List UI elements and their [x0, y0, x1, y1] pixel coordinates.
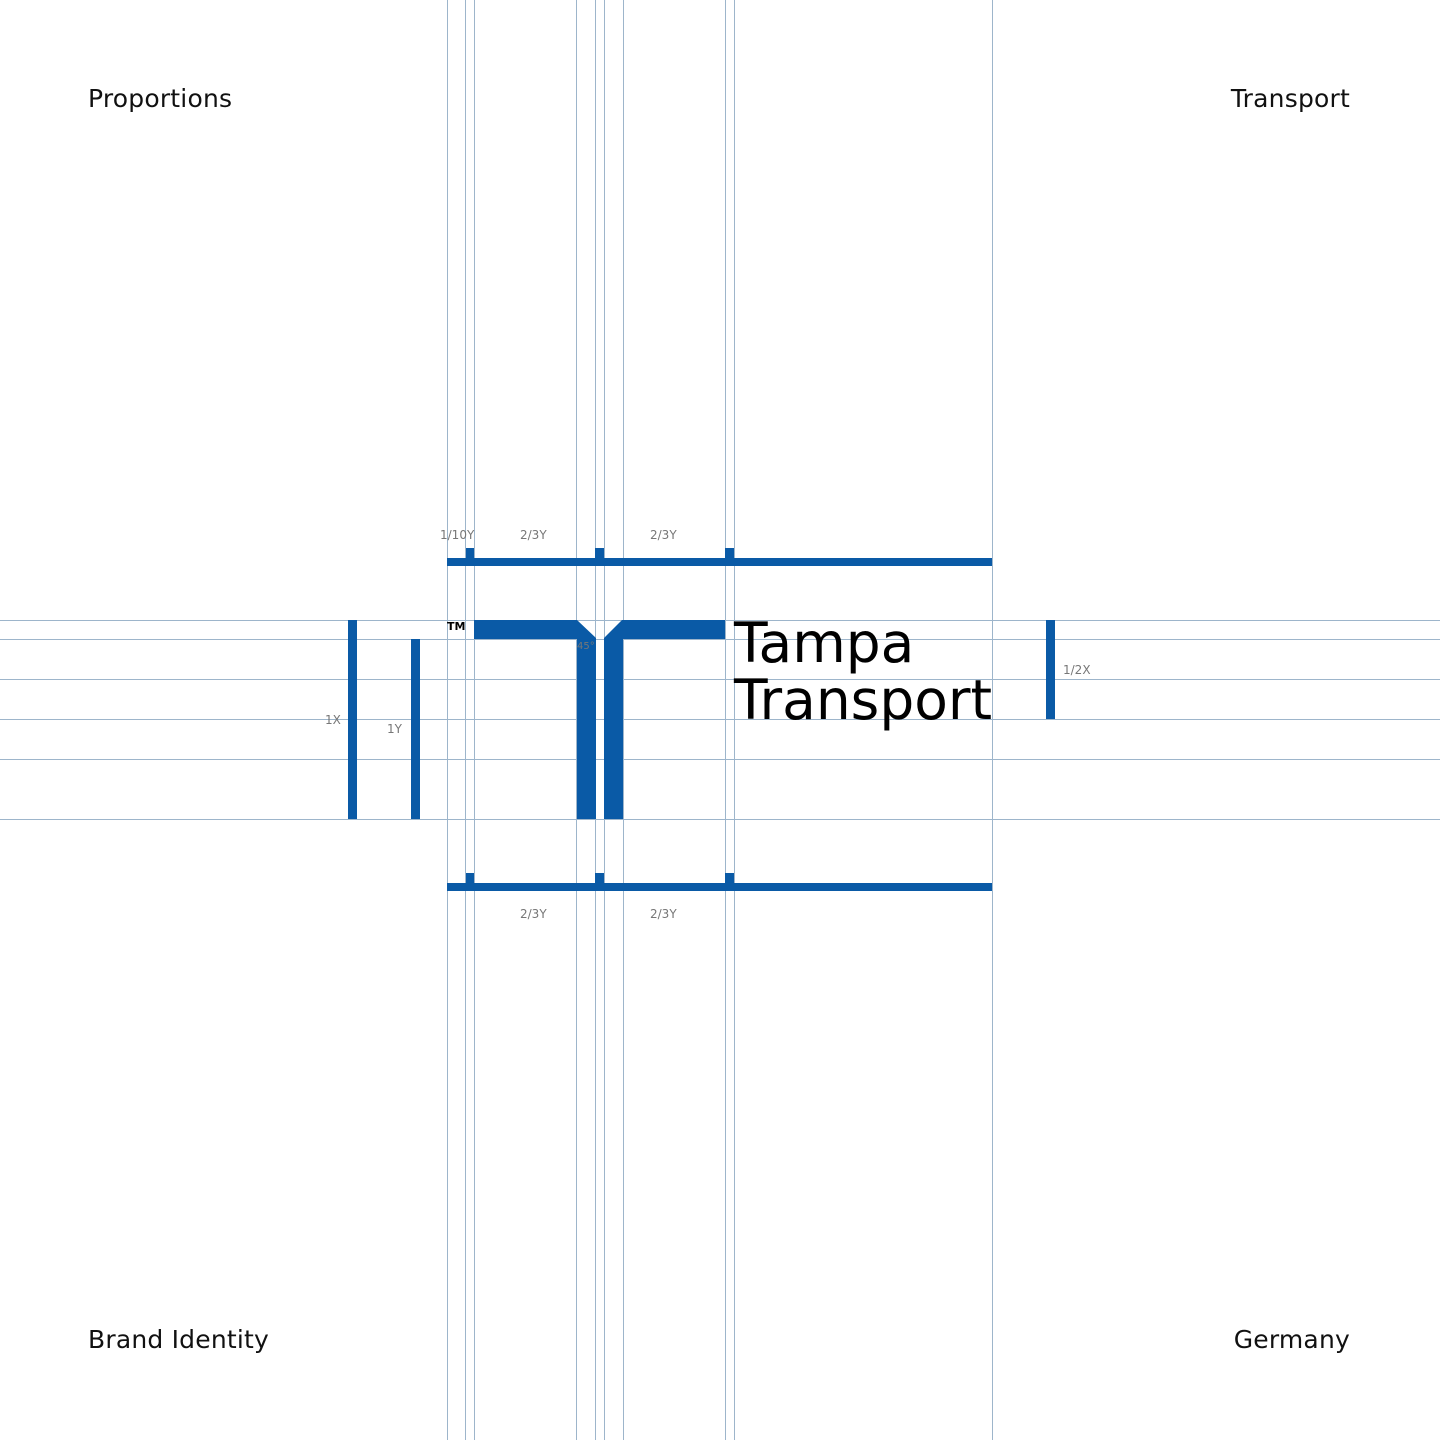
corner-label-transport: Transport [1230, 84, 1350, 113]
label-top-two-thirds-right: 2/3Y [650, 528, 677, 542]
wordmark-transport: Transport [733, 668, 992, 732]
label-one-x: 1X [325, 713, 341, 727]
label-one-tenth-y: 1/10Y [440, 528, 475, 542]
measure-bar-1y [411, 639, 420, 819]
label-top-two-thirds-left: 2/3Y [520, 528, 547, 542]
corner-label-germany: Germany [1233, 1325, 1350, 1354]
ruler-bottom-tick-1 [466, 873, 474, 891]
top-dimension-ruler [447, 548, 992, 566]
bottom-dimension-ruler [447, 873, 992, 891]
ruler-bottom-seg-2 [474, 883, 595, 891]
measure-bar-half-x [1046, 620, 1055, 719]
trademark-symbol: TM [447, 620, 465, 633]
ruler-top-seg-3 [604, 558, 725, 566]
label-bottom-two-thirds-right: 2/3Y [650, 907, 677, 921]
corner-label-brand-identity: Brand Identity [88, 1325, 270, 1354]
label-angle: 45° [577, 641, 595, 652]
horizontal-guides [0, 620, 1440, 820]
ruler-bottom-tick-3 [725, 873, 734, 891]
logo-mark-right-half [604, 620, 725, 819]
label-one-y: 1Y [387, 722, 403, 736]
wordmark-tampa: Tampa [733, 611, 914, 675]
ruler-top-seg-4 [734, 558, 992, 566]
logo-mark-left-half [474, 620, 596, 819]
ruler-top-tick-1 [466, 548, 474, 566]
ruler-top-tick-3 [725, 548, 734, 566]
corner-label-proportions: Proportions [88, 84, 233, 113]
ruler-top-seg-1 [447, 558, 466, 566]
ruler-top-seg-2 [474, 558, 595, 566]
ruler-bottom-tick-2 [595, 873, 604, 891]
label-half-x: 1/2X [1063, 663, 1091, 677]
ruler-top-tick-2 [595, 548, 604, 566]
logo-mark-t [474, 620, 725, 819]
ruler-bottom-seg-1 [447, 883, 466, 891]
label-bottom-two-thirds-left: 2/3Y [520, 907, 547, 921]
ruler-bottom-seg-3 [604, 883, 725, 891]
measure-bar-1x [348, 620, 357, 819]
ruler-bottom-seg-4 [734, 883, 992, 891]
